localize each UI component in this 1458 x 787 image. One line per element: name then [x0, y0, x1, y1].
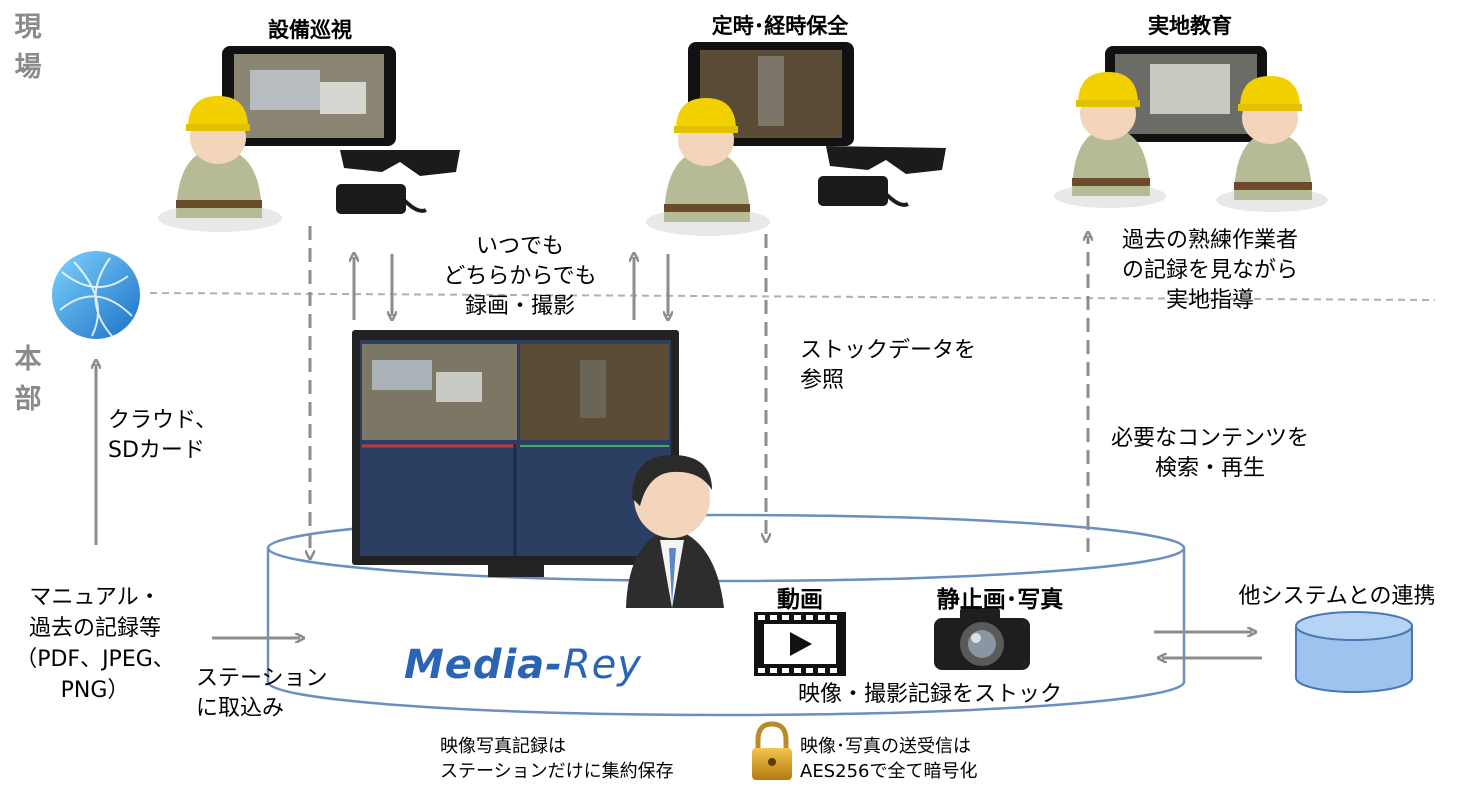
note-encryption: 映像･写真の送受信は AES256で全て暗号化 — [800, 736, 978, 782]
glasses-maintenance — [818, 146, 946, 207]
database-icon — [1295, 611, 1413, 693]
glasses-patrol — [336, 150, 460, 214]
video-film-icon — [754, 612, 846, 676]
note-anytime: いつでも どちらからでも 録画・撮影 — [443, 234, 597, 319]
worker-trainer — [1054, 72, 1166, 208]
note-import: ステーション に取込み — [196, 666, 328, 721]
scene-title-training: 実地教育 — [1148, 14, 1232, 38]
note-manuals: マニュアル・ 過去の記録等 （PDF、JPEG、 PNG） — [15, 585, 175, 703]
lock-icon — [752, 721, 792, 780]
note-search-play: 必要なコンテンツを 検索・再生 — [1110, 426, 1309, 481]
note-cloud-sd: クラウド、 SDカード — [108, 408, 218, 463]
tablet-training — [1105, 46, 1267, 142]
scene-title-patrol: 設備巡視 — [268, 18, 352, 42]
station-cylinder — [266, 513, 1186, 717]
label-photo: 静止画･写真 — [936, 587, 1064, 613]
brand-logo: Media-Rey — [404, 640, 642, 690]
monitor-screen — [352, 330, 679, 577]
zone-divider — [149, 292, 1436, 301]
note-other-systems: 他システムとの連携 — [1238, 584, 1436, 609]
note-stock-reference: ストックデータを 参照 — [800, 338, 977, 393]
camera-icon — [934, 608, 1030, 670]
worker-maintenance — [646, 98, 770, 236]
brand-logo-part1: Media- — [404, 642, 563, 688]
worker-patrol — [158, 96, 282, 232]
worker-trainee — [1216, 76, 1328, 212]
note-past-records: 過去の熟練作業者 の記録を見ながら 実地指導 — [1121, 228, 1298, 313]
zone-label-field: 現 場 — [8, 8, 48, 88]
label-video: 動画 — [777, 587, 823, 613]
tablet-patrol — [222, 46, 396, 146]
zone-field-text: 現 場 — [14, 12, 42, 83]
zone-label-hq: 本 部 — [8, 340, 48, 420]
note-stock-caption: 映像・撮影記録をストック — [797, 682, 1062, 707]
cloud-globe-icon — [52, 251, 140, 339]
note-central-storage: 映像写真記録は ステーションだけに集約保存 — [440, 736, 674, 782]
zone-hq-text: 本 部 — [14, 344, 42, 415]
scene-title-maintenance: 定時･経時保全 — [711, 14, 849, 38]
brand-logo-part2: Rey — [562, 642, 642, 688]
manager-figure — [626, 455, 724, 608]
